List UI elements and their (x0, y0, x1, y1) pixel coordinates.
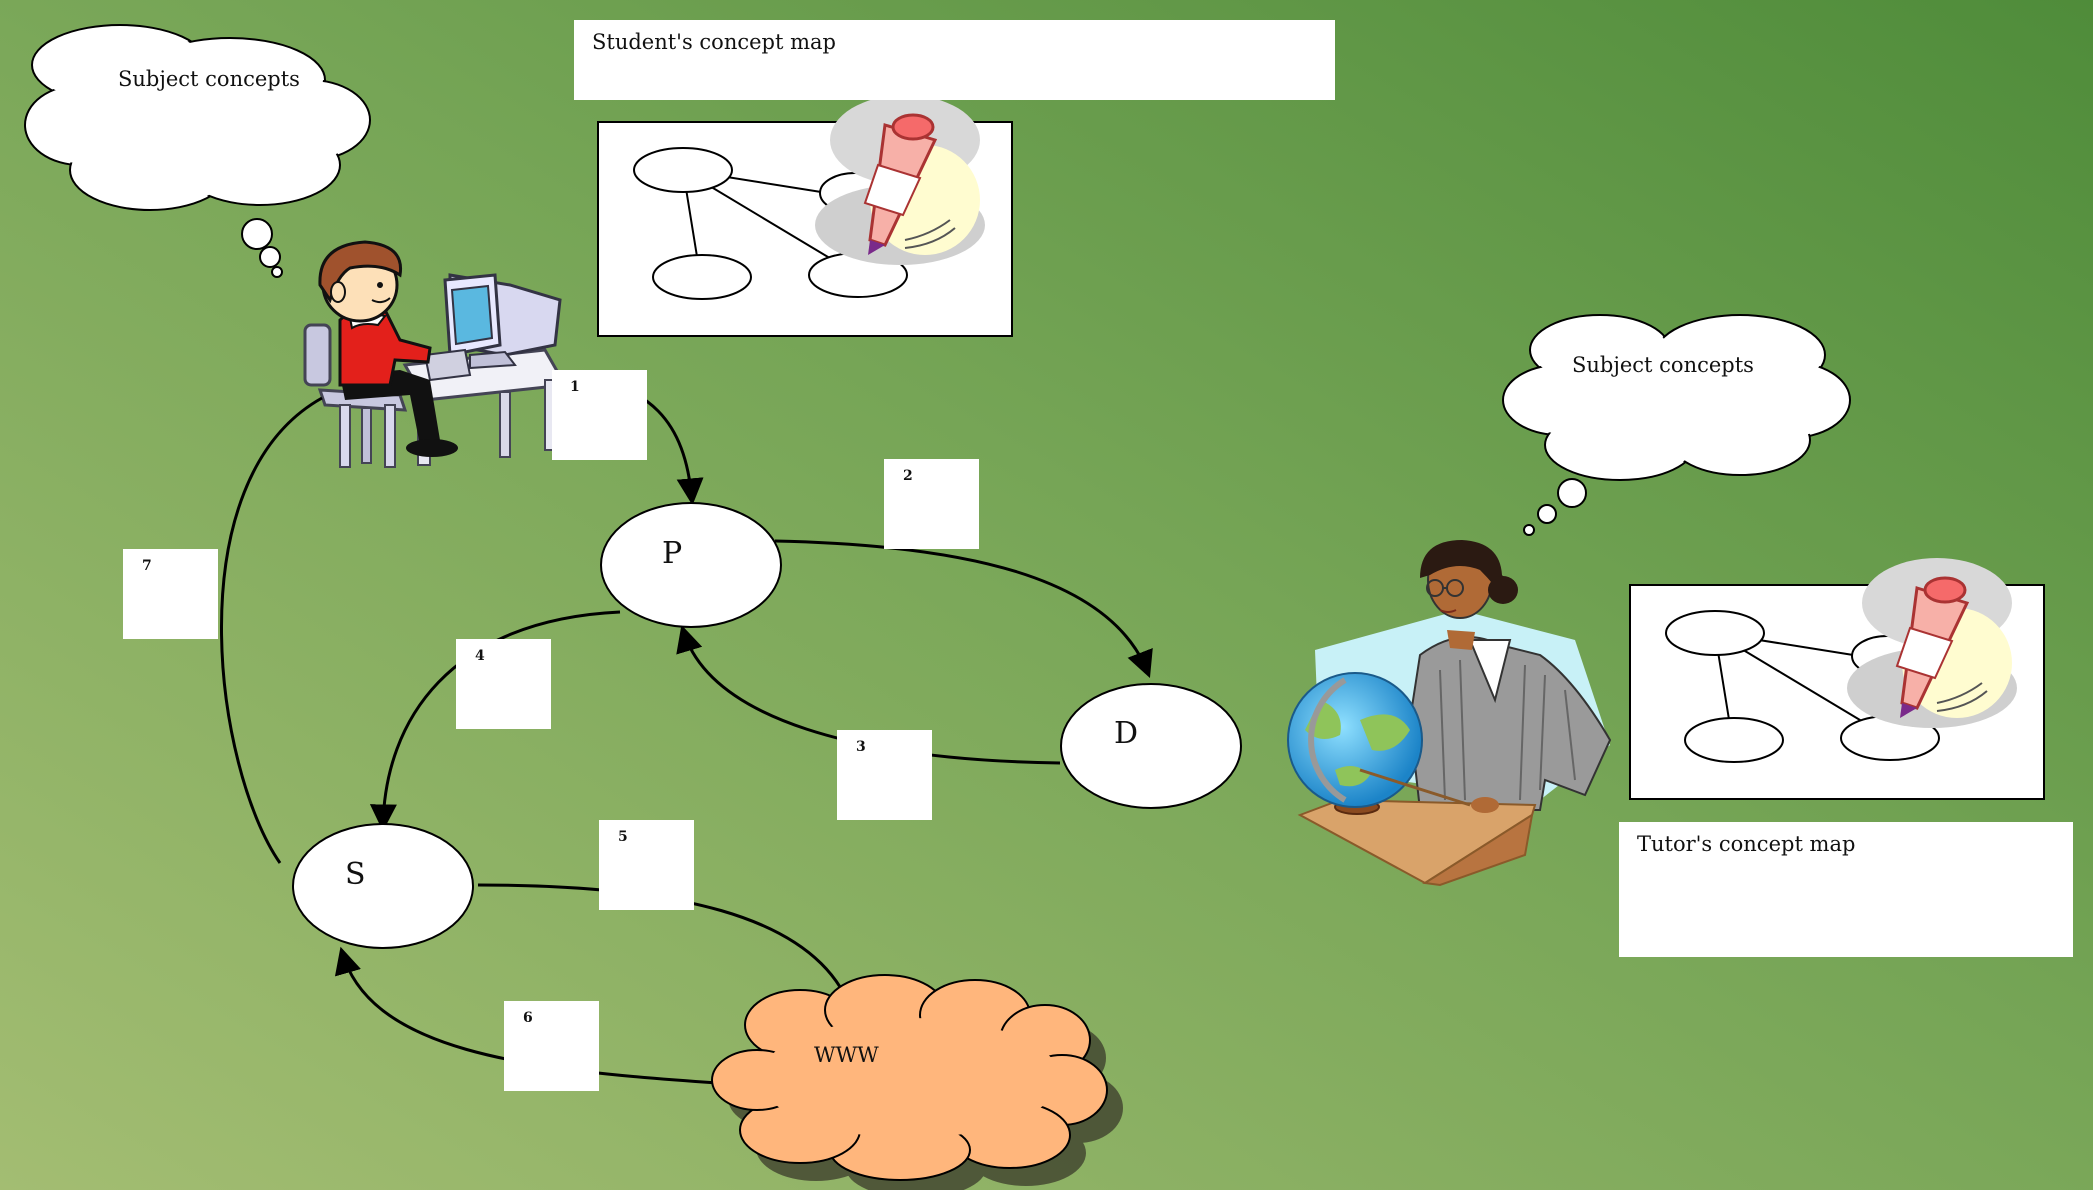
tutor-concept-map-title-text: Tutor's concept map (1637, 832, 1856, 856)
node-s-label: S (345, 857, 366, 892)
student-thought-text: Subject concepts (118, 67, 300, 91)
tutor-concept-map-image (1629, 558, 2045, 800)
arrow-4-p-to-s (369, 610, 621, 832)
step-number: 7 (142, 558, 152, 574)
node-p-label: P (662, 536, 682, 571)
step-number: 3 (856, 739, 866, 755)
step-box-4: 4 (456, 639, 551, 729)
tutor-thought-cloud: Subject concepts (1502, 314, 1851, 536)
node-s: S (292, 823, 474, 949)
step-box-3: 3 (837, 730, 932, 820)
step-box-2: 2 (884, 459, 979, 549)
step-box-7: 7 (123, 549, 218, 639)
step-number: 4 (475, 648, 485, 664)
step-number: 6 (523, 1010, 533, 1026)
arrow-2-p-to-d (774, 539, 1153, 679)
pencil-icon (815, 95, 985, 265)
arrow-3-d-to-p (676, 624, 1061, 765)
connectors (220, 371, 1153, 1085)
step-box-5: 5 (599, 820, 694, 910)
arrow-7-s-to-student (220, 396, 323, 864)
student-concept-map-title: Student's concept map (574, 20, 1335, 100)
student-concept-map-image (597, 95, 1013, 337)
student-thought-cloud: Subject concepts (24, 24, 371, 278)
www-cloud: WWW (711, 974, 1123, 1190)
tutor-thought-text: Subject concepts (1572, 353, 1754, 377)
step-box-6: 6 (504, 1001, 599, 1091)
arrow-6-www-to-s (334, 946, 719, 1085)
student-concept-map-title-text: Student's concept map (592, 30, 836, 54)
pencil-icon (1847, 558, 2017, 728)
node-d-label: D (1114, 716, 1138, 751)
node-d: D (1060, 683, 1242, 809)
www-label: WWW (814, 1043, 879, 1067)
step-number: 5 (618, 829, 628, 845)
step-number: 1 (570, 379, 580, 395)
step-box-1: 1 (552, 370, 647, 460)
tutor-with-globe-illustration (1287, 540, 1612, 887)
student-at-computer-illustration (303, 240, 568, 468)
step-number: 2 (903, 468, 913, 484)
tutor-concept-map-title: Tutor's concept map (1619, 822, 2073, 957)
arrow-5-s-to-www (477, 883, 860, 1021)
node-p: P (600, 502, 782, 628)
